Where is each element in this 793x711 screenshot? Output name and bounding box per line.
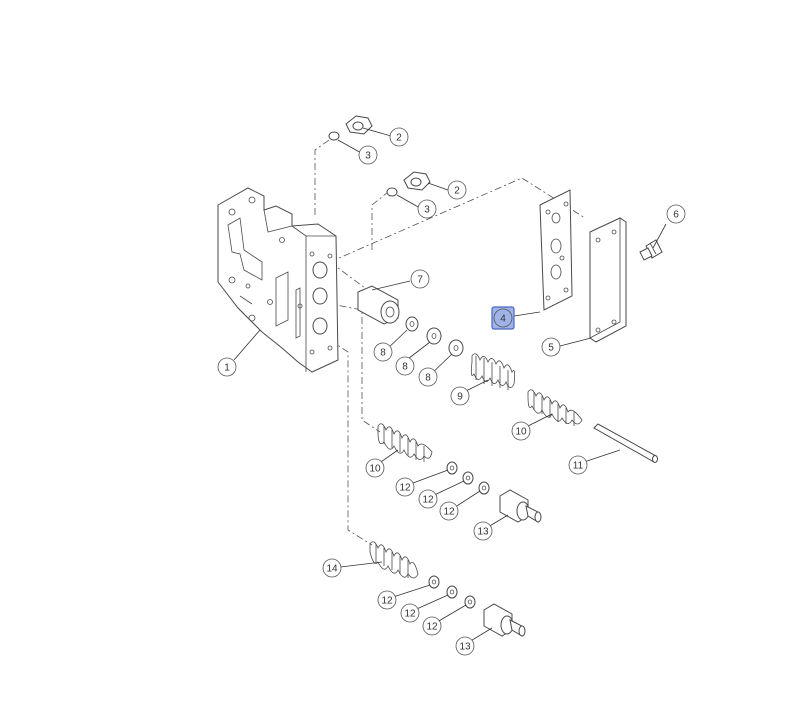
callout-label: 7: [417, 275, 423, 286]
callout-circle: [541, 337, 561, 357]
callout-c12c: 12: [439, 501, 459, 521]
callout-c5: 5: [541, 337, 561, 357]
spring-part-14: [369, 541, 419, 579]
callout-layer: 2 3 2 3 6 7 4 5 1 8 8 8 9 10 11 10 12 12 12 13 14 12 12 12 13: [217, 127, 686, 656]
callout-c3a: 3: [358, 145, 378, 165]
callout-circle: [395, 356, 415, 376]
callout-c8c: 8: [418, 367, 438, 387]
screw-part: [639, 239, 663, 261]
callout-circle: [418, 367, 438, 387]
callout-circle: [666, 204, 686, 224]
callout-circle: [473, 521, 493, 541]
callout-circle: [450, 386, 470, 406]
callout-label: 5: [548, 343, 554, 354]
callout-circle: [395, 477, 415, 497]
callout-label: 12: [399, 483, 411, 494]
callout-label: 12: [426, 622, 438, 633]
pin-part: [593, 423, 658, 463]
callout-circle: [418, 489, 438, 509]
callout-label: 13: [477, 527, 489, 538]
callout-circle: [447, 180, 467, 200]
o-ring-part-upper: [328, 131, 340, 141]
callout-label: 8: [402, 362, 408, 373]
washer-parts-12-lower: [428, 575, 476, 609]
callout-circle: [373, 342, 393, 362]
callout-label: 2: [454, 186, 460, 197]
callout-label: 4: [500, 314, 506, 325]
callout-label: 11: [573, 461, 584, 472]
plug-part-lower: [403, 171, 431, 191]
callout-circle: [389, 127, 409, 147]
callout-circle: [217, 357, 237, 377]
callout-label: 12: [422, 495, 434, 506]
callout-circle: [568, 455, 588, 475]
callout-circle: [455, 636, 475, 656]
spring-part-9: [470, 353, 516, 390]
callout-c12f: 12: [422, 616, 442, 636]
callout-c8a: 8: [373, 342, 393, 362]
callout-c6: 6: [666, 204, 686, 224]
callout-label: 12: [381, 596, 393, 607]
callout-c10a: 10: [511, 421, 531, 441]
spring-part-10-lower: [377, 423, 433, 462]
callout-label: 1: [224, 363, 230, 374]
callout-label: 12: [404, 609, 416, 620]
callout-c7: 7: [410, 269, 430, 289]
callout-c12b: 12: [418, 489, 438, 509]
callout-circle: [410, 269, 430, 289]
callout-c2a: 2: [389, 127, 409, 147]
spring-part-10-upper: [527, 389, 583, 426]
callout-c12d: 12: [377, 590, 397, 610]
callout-label: 10: [369, 464, 381, 475]
callout-label: 10: [515, 427, 527, 438]
callout-circle: [417, 199, 437, 219]
cover-plate-part: [589, 217, 627, 343]
callout-circle: [322, 558, 342, 578]
callout-circle: [365, 458, 385, 478]
callout-label: 2: [396, 133, 402, 144]
callout-circle: [358, 145, 378, 165]
callout-circle: [511, 421, 531, 441]
callout-c8b: 8: [395, 356, 415, 376]
callout-label: 8: [380, 348, 386, 359]
plunger-part-lower: [483, 603, 526, 637]
callout-c2b: 2: [447, 180, 467, 200]
callout-label: 14: [326, 564, 338, 575]
callout-label: 6: [673, 210, 679, 221]
callout-circle: [439, 501, 459, 521]
callout-label: 12: [443, 507, 455, 518]
plug-part-upper: [345, 115, 373, 135]
callout-label: 3: [424, 205, 430, 216]
valve-body-part: [217, 187, 339, 373]
callout-circle: [377, 590, 397, 610]
gasket-part: [539, 189, 573, 311]
callout-c11: 11: [568, 455, 588, 475]
callout-circle: [493, 308, 513, 328]
callout-c9: 9: [450, 386, 470, 406]
callout-label: 9: [457, 392, 463, 403]
callout-c12e: 12: [400, 603, 420, 623]
callout-c13b: 13: [455, 636, 475, 656]
callout-c10b: 10: [365, 458, 385, 478]
callout-label: 13: [459, 642, 471, 653]
callout-c4: 4: [491, 306, 515, 330]
washer-parts-8: [405, 316, 464, 357]
callout-c3b: 3: [417, 199, 437, 219]
sleeve-part: [357, 285, 400, 325]
callout-label: 3: [365, 151, 371, 162]
plunger-part-upper: [499, 489, 542, 523]
washer-parts-12-upper: [446, 461, 490, 495]
callout-c1: 1: [217, 357, 237, 377]
callout-circle: [400, 603, 420, 623]
callout-circle: [422, 616, 442, 636]
callout-c12a: 12: [395, 477, 415, 497]
leader-lines: [233, 127, 667, 646]
callout-c14: 14: [322, 558, 342, 578]
callout-label: 8: [425, 373, 431, 384]
callout-c13a: 13: [473, 521, 493, 541]
o-ring-part-lower: [386, 187, 398, 197]
